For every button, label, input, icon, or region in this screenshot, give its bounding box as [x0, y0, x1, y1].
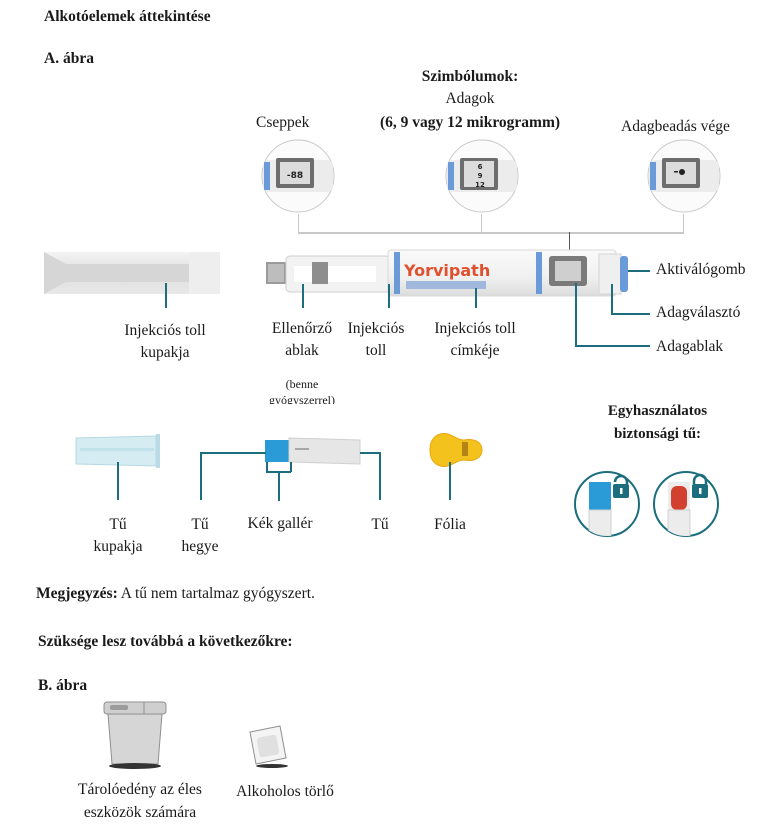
note-label: Megjegyzés: [36, 585, 118, 602]
alcohol-wipe-icon [249, 725, 288, 768]
needle-cap-leader [117, 462, 119, 500]
foil-label: Fólia [434, 516, 466, 533]
sharps-container-label-2: eszközök számára [83, 804, 197, 821]
dose-selector-label: Adagválasztó [656, 304, 741, 321]
safety-needle-locked [653, 471, 719, 537]
needle-leader-v [379, 452, 381, 500]
dose-selector-leader-h [611, 313, 650, 315]
injection-pen-image: Yorvipath [266, 249, 628, 297]
figure-b-label: B. ábra [38, 677, 88, 694]
check-window-leader [302, 284, 304, 308]
pen-label-1: Injekciós [347, 320, 405, 337]
symbols-drop-line [569, 232, 570, 252]
safety-needle-unlocked [574, 471, 640, 537]
dose-window-leader-h [575, 345, 650, 347]
activation-button-label: Aktiválógomb [656, 261, 746, 278]
collar-bracket-left [266, 462, 268, 472]
drops-connector [298, 214, 299, 233]
foil-image [429, 433, 483, 467]
section-heading: Alkotóelemek áttekintése [44, 8, 211, 25]
end-of-dose-label: Adagbeadás vége [621, 118, 730, 135]
check-window-note-2: gyógyszerrel) [269, 393, 335, 404]
activation-button-leader [628, 270, 650, 272]
note-text: A tű nem tartalmaz gyógyszert. [117, 585, 315, 602]
needle-tip-leader-v [200, 452, 202, 500]
pen-cap-label-1: Injekciós toll [124, 322, 206, 339]
needle-tip-label-2: hegye [181, 538, 219, 555]
pen-label-label-2: címkéje [450, 342, 500, 359]
safety-needle-title-1: Egyhasználatos [607, 403, 708, 419]
dose-12-text: 12 [475, 181, 485, 189]
end-of-dose-connector [683, 214, 684, 233]
doses-label: Adagok [445, 90, 495, 107]
dose-selector-leader-v [611, 284, 613, 314]
collar-leader [278, 471, 280, 501]
symbols-title: Szimbólumok: [421, 68, 519, 85]
dose-window-leader-v [575, 283, 577, 346]
drops-label: Cseppek [256, 114, 310, 131]
check-window-label-2: ablak [285, 342, 319, 359]
drops-window-text: -88 [287, 171, 303, 181]
needle-leader-h [360, 452, 380, 454]
pen-cap-label-2: kupakja [140, 344, 190, 361]
needle-cap-label-1: Tű [109, 516, 127, 533]
doses-symbol-magnifier: 6 9 12 [445, 139, 519, 213]
figure-a-label: A. ábra [44, 50, 94, 67]
also-needed-heading: Szüksége lesz továbbá a következőkre: [38, 633, 293, 650]
drops-symbol-magnifier: -88 [261, 139, 335, 213]
pen-label-label-1: Injekciós toll [434, 320, 516, 337]
symbols-bracket [298, 232, 684, 234]
end-of-dose-symbol-magnifier [647, 139, 721, 213]
doses-connector [481, 214, 482, 233]
needle-cap-image [75, 434, 160, 468]
locked-padlock-icon [692, 473, 708, 498]
check-window-label-1: Ellenőrző [271, 320, 333, 337]
doses-range-label: (6, 9 vagy 12 mikrogramm) [379, 114, 561, 131]
pen-cap-leader [165, 283, 167, 308]
foil-leader [449, 462, 451, 500]
needle-label: Tű [371, 516, 389, 533]
safety-needle-title-2: biztonsági tű: [613, 426, 702, 442]
needle-tip-leader-h [200, 452, 266, 454]
collar-bracket-right [290, 462, 292, 472]
dose-6-text: 6 [478, 163, 483, 171]
dose-window-label: Adagablak [656, 338, 724, 355]
alcohol-wipe-label: Alkoholos törlő [236, 783, 334, 800]
pen-label-2: toll [365, 342, 387, 359]
check-window-note-1: (benne [285, 377, 319, 391]
needle-cap-label-2: kupakja [93, 538, 143, 555]
pen-brand-text: Yorvipath [403, 261, 490, 280]
blue-collar-label: Kék gallér [247, 515, 313, 532]
needle-tip-label-1: Tű [191, 516, 209, 533]
dose-9-text: 9 [478, 172, 483, 180]
unlocked-padlock-icon [613, 474, 629, 498]
sharps-container-label-1: Tárolóedény az éles [78, 781, 202, 798]
pen-label-leader [475, 288, 477, 308]
note-line: Megjegyzés: A tű nem tartalmaz gyógyszer… [36, 583, 315, 605]
pen-leader [388, 284, 390, 308]
pen-cap-image [44, 252, 220, 294]
sharps-container-icon [103, 701, 167, 769]
needle-image [265, 437, 361, 465]
